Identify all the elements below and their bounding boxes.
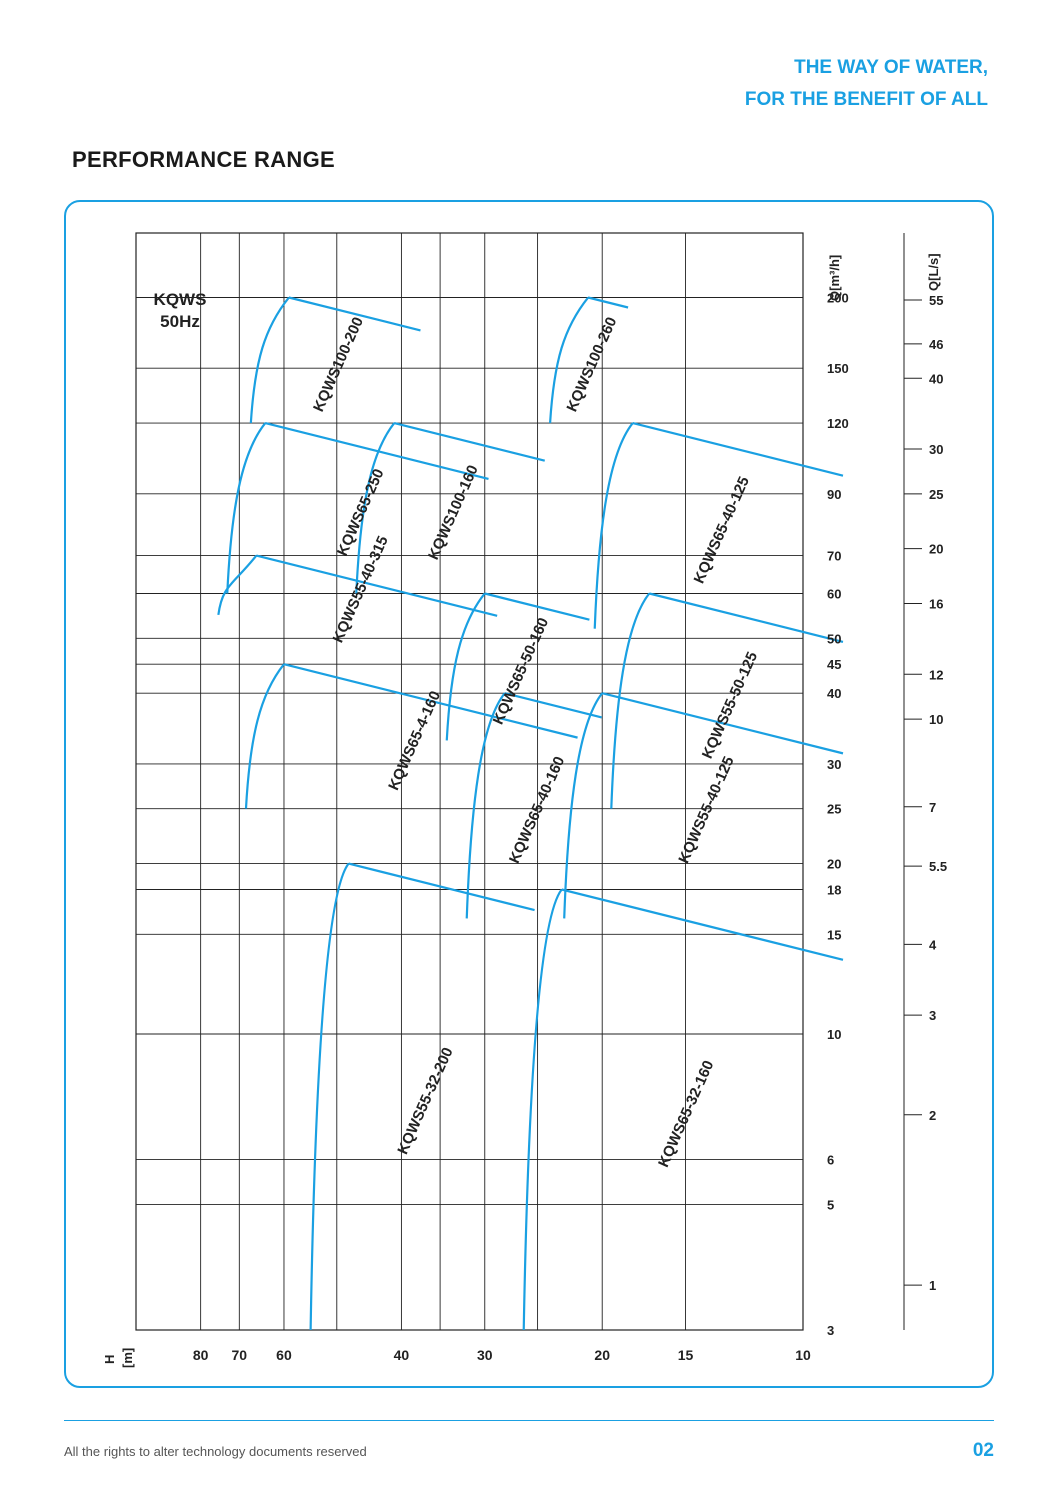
- y-tick-label: 150: [827, 361, 849, 376]
- performance-curve: [593, 422, 844, 629]
- series-label: KQWS100-160: [425, 463, 482, 563]
- y-axis-title: Q[m³/h]: [827, 255, 842, 301]
- tagline-line-1: THE WAY OF WATER,: [794, 57, 988, 78]
- series-label: KQWS65-4-160: [385, 688, 444, 792]
- y-tick-label: 40: [827, 686, 841, 701]
- x-tick-label: 20: [594, 1347, 610, 1363]
- y-tick-label: 50: [827, 631, 841, 646]
- page-title: PERFORMANCE RANGE: [72, 147, 335, 172]
- y-tick-label: 10: [827, 1027, 841, 1042]
- y2-tick-label: 30: [929, 442, 943, 457]
- performance-curve: [309, 862, 535, 1331]
- series-label: KQWS55-40-125: [675, 754, 737, 866]
- y-tick-label: 45: [827, 657, 841, 672]
- y2-tick-label: 3: [929, 1008, 936, 1023]
- x-axis-title-2: [m]: [120, 1348, 135, 1368]
- y-tick-label: 25: [827, 802, 841, 817]
- series-label: KQWS65-32-160: [655, 1058, 717, 1170]
- y2-tick-label: 5.5: [929, 859, 947, 874]
- performance-curve: [445, 592, 590, 741]
- y-tick-label: 6: [827, 1153, 834, 1168]
- performance-curve: [249, 296, 421, 424]
- series-label: KQWS100-200: [310, 315, 367, 415]
- performance-curve: [522, 888, 844, 1331]
- y-tick-label: 30: [827, 757, 841, 772]
- y2-tick-label: 1: [929, 1278, 936, 1293]
- y2-tick-label: 16: [929, 597, 943, 612]
- x-tick-label: 60: [276, 1347, 292, 1363]
- performance-curve: [465, 692, 602, 919]
- chart-title-1: KQWS: [154, 290, 207, 309]
- footer-note: All the rights to alter technology docum…: [64, 1444, 367, 1459]
- x-tick-label: 70: [232, 1347, 248, 1363]
- x-tick-label: 30: [477, 1347, 493, 1363]
- performance-curve: [244, 663, 578, 809]
- y2-tick-label: 4: [929, 937, 937, 952]
- series-label: KQWS65-50-160: [490, 615, 552, 727]
- y2-tick-label: 55: [929, 293, 943, 308]
- performance-curve: [355, 422, 546, 594]
- grid-layer: [135, 232, 922, 1331]
- y2-axis-title: Q[L/s]: [926, 253, 941, 291]
- performance-curve: [548, 296, 629, 424]
- x-tick-label: 15: [678, 1347, 694, 1363]
- x-tick-label: 80: [193, 1347, 209, 1363]
- y-tick-label: 60: [827, 586, 841, 601]
- page-number: 02: [972, 1440, 994, 1461]
- y2-tick-label: 46: [929, 337, 943, 352]
- y2-tick-label: 40: [929, 371, 943, 386]
- y-tick-label: 120: [827, 416, 849, 431]
- chart-title-2: 50Hz: [160, 312, 200, 331]
- x-tick-label: 10: [795, 1347, 811, 1363]
- y2-tick-label: 2: [929, 1108, 936, 1123]
- y-tick-label: 18: [827, 882, 841, 897]
- y2-tick-label: 20: [929, 542, 943, 557]
- x-tick-label: 40: [394, 1347, 410, 1363]
- performance-curve: [226, 422, 489, 594]
- y-tick-label: 5: [827, 1197, 834, 1212]
- y2-tick-label: 10: [929, 712, 943, 727]
- performance-curve: [563, 692, 844, 919]
- y-tick-label: 90: [827, 487, 841, 502]
- footer-divider: [64, 1420, 994, 1421]
- y-tick-label: 20: [827, 857, 841, 872]
- y2-tick-label: 25: [929, 487, 943, 502]
- y-tick-label: 15: [827, 927, 841, 942]
- performance-curve: [610, 592, 844, 809]
- plot-border: [135, 232, 804, 1331]
- series-label: KQWS55-50-125: [699, 649, 761, 761]
- series-label: KQWS55-32-200: [394, 1045, 456, 1157]
- y-tick-label: 70: [827, 549, 841, 564]
- performance-curve: [217, 554, 498, 617]
- x-axis-title-1: H: [102, 1355, 117, 1364]
- tagline-line-2: FOR THE BENEFIT OF ALL: [744, 89, 988, 110]
- curve-layer: [217, 296, 844, 1331]
- y2-tick-label: 12: [929, 667, 943, 682]
- series-label: KQWS65-40-125: [691, 474, 753, 586]
- tagline: THE WAY OF WATER, FOR THE BENEFIT OF ALL: [745, 52, 988, 116]
- y-tick-label: 3: [827, 1323, 834, 1338]
- y2-tick-label: 7: [929, 800, 936, 815]
- series-label: KQWS100-260: [564, 315, 621, 415]
- y-tick-label: 200: [827, 291, 849, 306]
